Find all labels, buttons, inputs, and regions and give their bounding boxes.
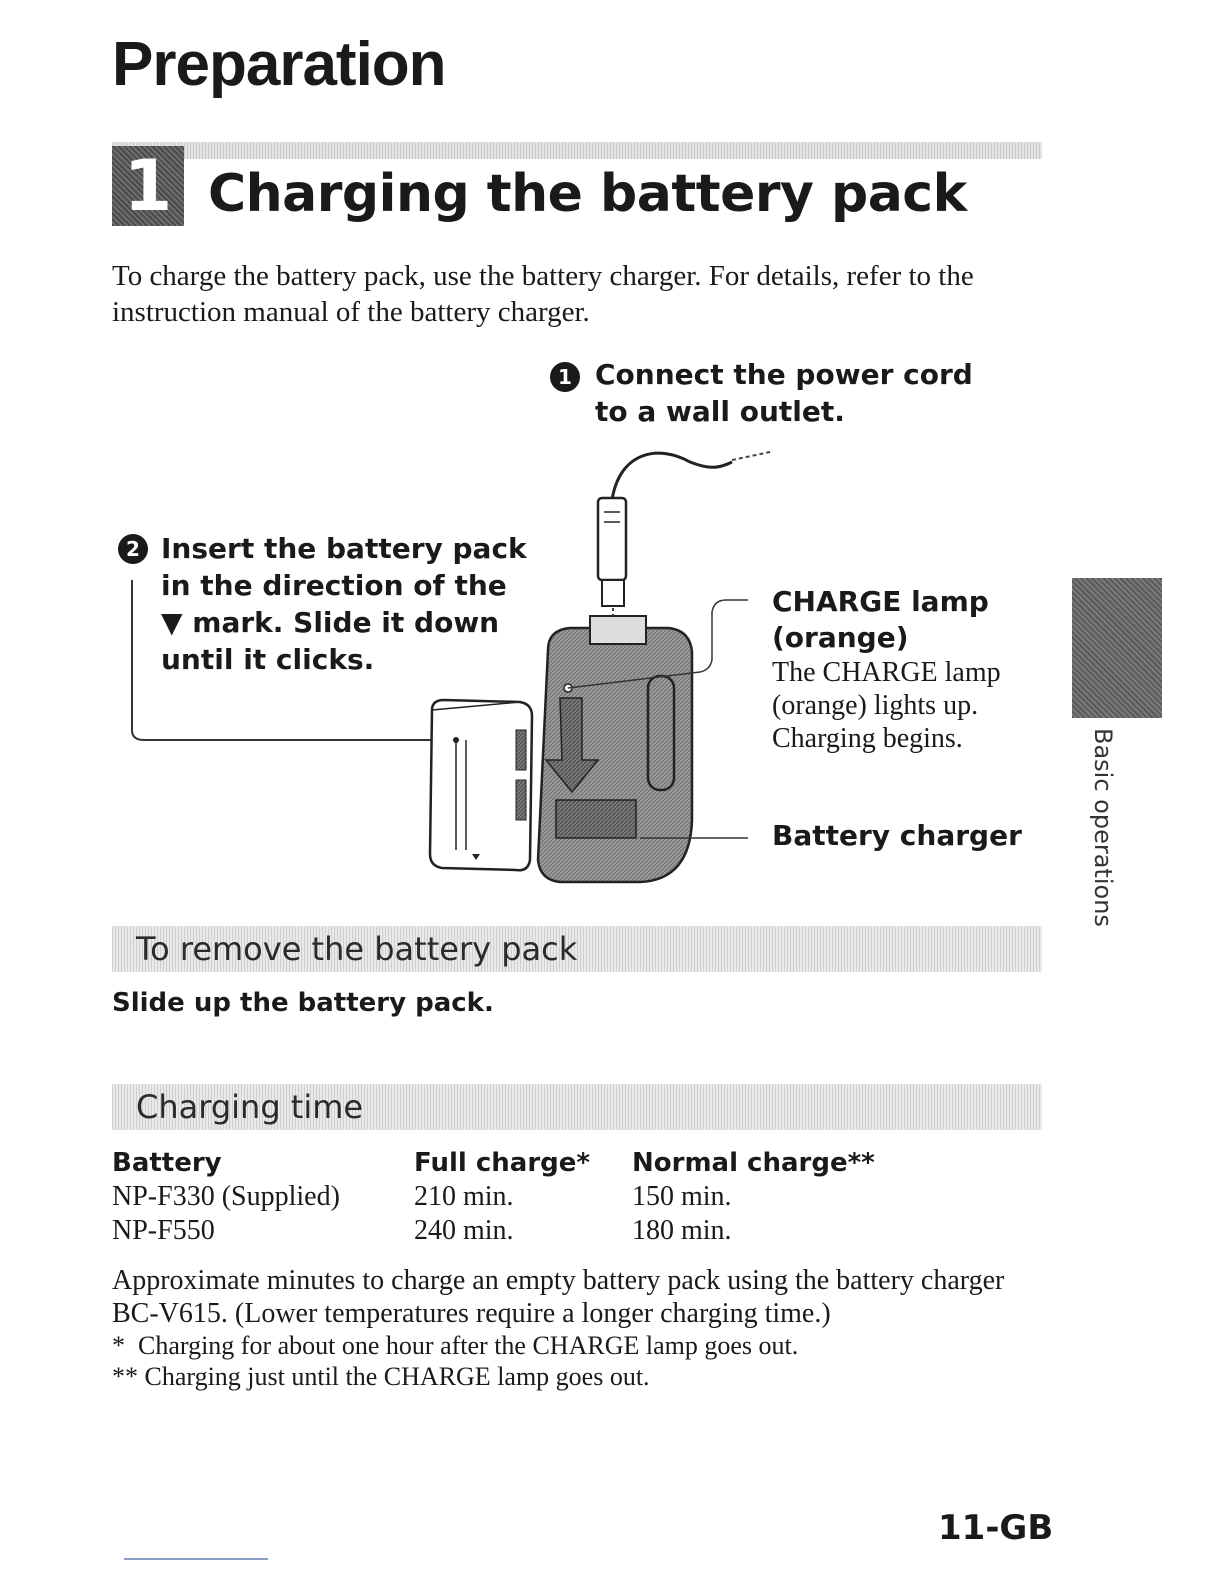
remove-instruction: Slide up the battery pack.: [112, 988, 494, 1018]
step-2-marker: 2: [118, 534, 148, 564]
step-2-text: Insert the battery pack in the direction…: [161, 530, 527, 678]
charge-lamp-heading: (orange): [772, 621, 909, 654]
table-cell: 240 min.: [414, 1215, 514, 1246]
page-title: Preparation: [112, 30, 447, 99]
footnote: * Charging for about one hour after the …: [112, 1331, 799, 1360]
column-header: Normal charge**: [632, 1148, 875, 1178]
step-2-leader-line: [131, 580, 456, 741]
charging-time-header: Charging time: [112, 1084, 1042, 1130]
charge-lamp-heading: CHARGE lamp: [772, 585, 989, 618]
section-number-badge: 1: [112, 146, 184, 226]
charge-lamp-callout: CHARGE lamp (orange) The CHARGE lamp (or…: [772, 584, 1001, 755]
charging-time-table: Battery Full charge* Normal charge** NP-…: [112, 1146, 1042, 1248]
charge-lamp-desc: (orange) lights up.: [772, 690, 979, 721]
power-plug: [596, 496, 628, 582]
table-row: NP-F330 (Supplied) 210 min. 150 min.: [112, 1180, 1042, 1214]
footnote: ** Charging just until the CHARGE lamp g…: [112, 1362, 650, 1391]
section-title: Charging the battery pack: [208, 164, 967, 224]
cord-motion-lines: [731, 451, 771, 461]
table-header-row: Battery Full charge* Normal charge**: [112, 1146, 1042, 1180]
side-tab-marker: [1072, 578, 1162, 718]
step-2-line: until it clicks.: [161, 643, 375, 676]
column-header: Full charge*: [414, 1148, 590, 1178]
table-cell: 150 min.: [632, 1181, 732, 1212]
table-cell: 210 min.: [414, 1181, 514, 1212]
step-1-text: Connect the power cord to a wall outlet.: [595, 356, 973, 430]
insert-arrow-icon: [544, 697, 600, 794]
step-1-line: to a wall outlet.: [595, 395, 845, 428]
remove-section-header: To remove the battery pack: [112, 926, 1042, 972]
step-1-marker: 1: [550, 362, 580, 392]
note-paragraph: Approximate minutes to charge an empty b…: [112, 1265, 1005, 1329]
step-2-line: in the direction of the: [161, 569, 507, 602]
step-2-line: Insert the battery pack: [161, 532, 527, 565]
page-number: 11-GB: [938, 1508, 1054, 1548]
battery-charger-label: Battery charger: [772, 819, 1022, 852]
side-tab-label: Basic operations: [1089, 728, 1117, 927]
step-1-line: Connect the power cord: [595, 358, 973, 391]
column-header: Battery: [112, 1148, 222, 1178]
footer-rule: [124, 1558, 268, 1560]
charger-illustration: [131, 451, 771, 884]
charge-lamp-desc: The CHARGE lamp: [772, 657, 1001, 688]
table-row: NP-F550 240 min. 180 min.: [112, 1214, 1042, 1248]
table-cell: 180 min.: [632, 1215, 732, 1246]
section-header-stripe: [112, 142, 1042, 159]
table-cell: NP-F330 (Supplied): [112, 1181, 340, 1212]
charging-time-note: Approximate minutes to charge an empty b…: [112, 1264, 1052, 1392]
section-intro: To charge the battery pack, use the batt…: [112, 260, 974, 328]
power-cord: [610, 451, 733, 501]
step-2-line: ▼ mark. Slide it down: [161, 606, 500, 639]
charge-lamp-desc: Charging begins.: [772, 723, 963, 754]
charge-lamp-leader-line: [567, 599, 748, 689]
table-cell: NP-F550: [112, 1215, 215, 1246]
